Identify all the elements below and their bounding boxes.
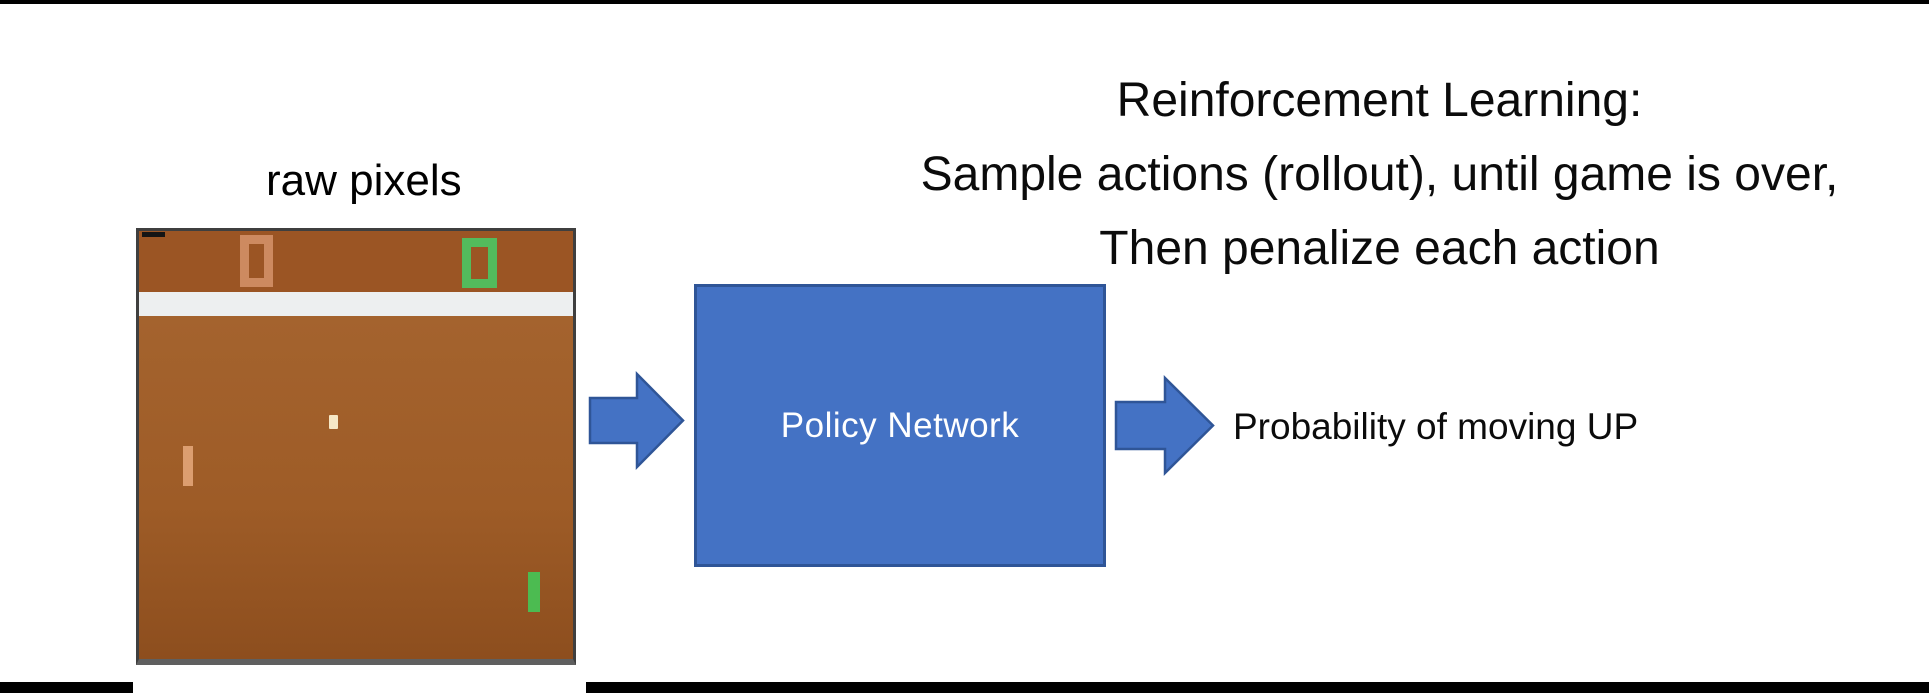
pong-score-area [139, 231, 573, 292]
title-line-1: Reinforcement Learning: [1116, 74, 1643, 127]
pong-ball [329, 415, 338, 429]
pong-left-paddle [183, 446, 193, 486]
pong-right-paddle [528, 572, 540, 612]
bottom-edge-bar-left [0, 682, 133, 693]
bottom-edge-bar-right [586, 682, 1929, 693]
title-line-3: Then penalize each action [1099, 222, 1660, 275]
probability-output-label: Probability of moving UP [1233, 406, 1639, 447]
pong-top-wall [139, 292, 573, 316]
pong-left-score-zero [240, 235, 273, 287]
top-edge-bar [0, 0, 1929, 4]
pong-play-field [139, 316, 573, 659]
title-line-2: Sample actions (rollout), until game is … [920, 148, 1839, 201]
pong-corner-tick [142, 232, 165, 237]
slide-title: Reinforcement Learning: Sample actions (… [830, 64, 1929, 286]
raw-pixels-label: raw pixels [266, 156, 462, 205]
input-arrow-icon [588, 370, 685, 471]
pong-game-screenshot [136, 228, 576, 665]
pong-right-score-zero [462, 238, 497, 288]
policy-network-label: Policy Network [780, 405, 1020, 445]
policy-network-box: Policy Network [694, 284, 1106, 567]
output-arrow-icon [1114, 375, 1215, 476]
